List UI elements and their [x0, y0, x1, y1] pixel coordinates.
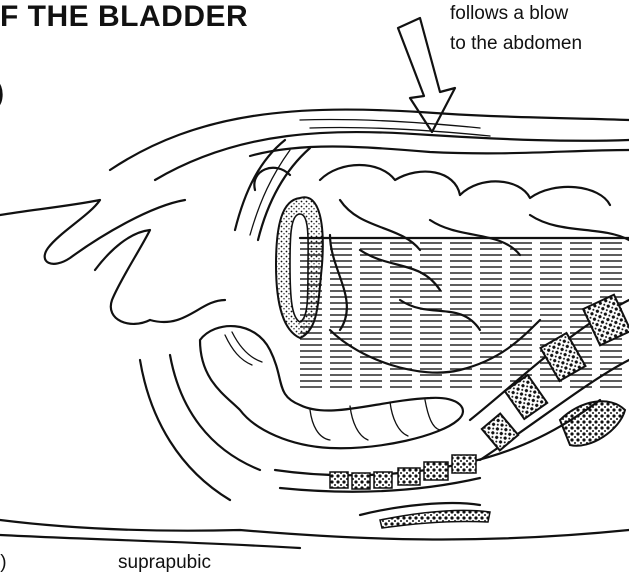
label-suprapubic: suprapubic	[118, 552, 211, 574]
arrow-icon	[398, 18, 455, 132]
abdominal-wall-inner	[155, 132, 629, 180]
label-fragment-left: ’)	[0, 552, 7, 574]
body-outline-left	[0, 200, 185, 264]
pelvic-floor	[275, 400, 600, 528]
